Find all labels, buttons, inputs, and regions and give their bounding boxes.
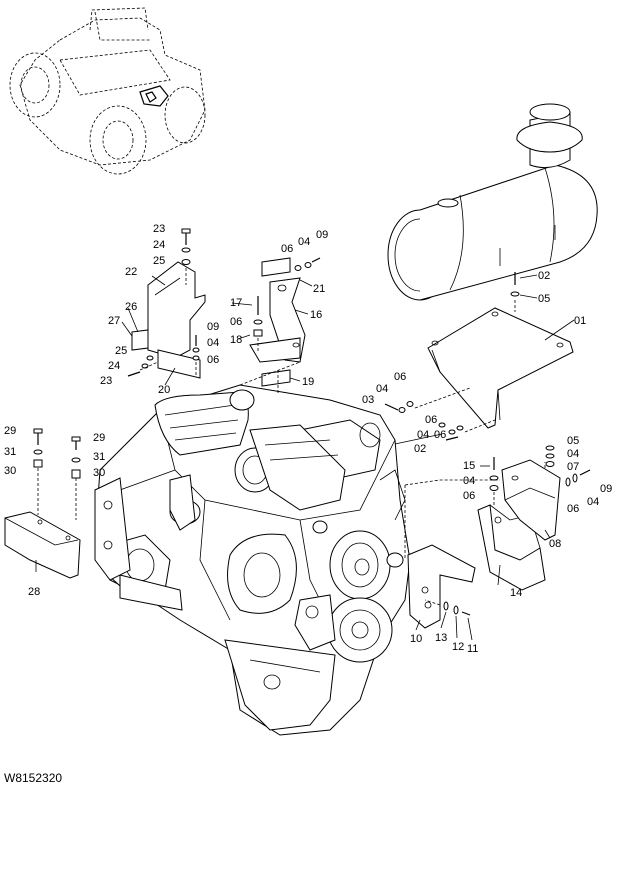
- callout-29: 29: [4, 425, 16, 437]
- callout-31: 31: [93, 451, 105, 463]
- callout-02: 02: [414, 443, 426, 455]
- callout-20: 20: [158, 384, 170, 396]
- callout-19: 19: [302, 376, 314, 388]
- callout-23: 23: [153, 223, 165, 235]
- callout-15: 15: [463, 460, 475, 472]
- callout-06: 06: [425, 414, 437, 426]
- callout-25: 25: [115, 345, 127, 357]
- callout-21: 21: [313, 283, 325, 295]
- callout-26: 26: [125, 301, 137, 313]
- callout-03: 03: [362, 394, 374, 406]
- muffler-assembly: [387, 103, 598, 301]
- callout-09: 09: [207, 321, 219, 333]
- guard-28: [4, 511, 81, 579]
- callout-18: 18: [230, 334, 242, 346]
- callout-23: 23: [100, 375, 112, 387]
- callout-04: 04: [567, 448, 579, 460]
- muffler-bracket-01: [427, 307, 574, 429]
- callout-13: 13: [435, 632, 447, 644]
- callout-30: 30: [4, 465, 16, 477]
- engine-assembly: [94, 384, 411, 736]
- callout-06: 06: [434, 429, 446, 441]
- callout-16: 16: [310, 309, 322, 321]
- callout-06: 06: [207, 354, 219, 366]
- callout-28: 28: [28, 586, 40, 598]
- callout-27: 27: [108, 315, 120, 327]
- bracket-08: [501, 459, 561, 541]
- callout-05: 05: [538, 293, 550, 305]
- callout-09: 09: [600, 483, 612, 495]
- callout-07: 07: [567, 461, 579, 473]
- bracket-19: [261, 369, 291, 387]
- callout-24: 24: [108, 360, 120, 372]
- bracket-16: [249, 257, 306, 363]
- callout-24: 24: [153, 239, 165, 251]
- callout-06: 06: [394, 371, 406, 383]
- callout-04: 04: [376, 383, 388, 395]
- callout-04: 04: [463, 475, 475, 487]
- callout-06: 06: [567, 503, 579, 515]
- hardware: [33, 228, 591, 616]
- callout-22: 22: [125, 266, 137, 278]
- callout-29: 29: [93, 432, 105, 444]
- callout-02: 02: [538, 270, 550, 282]
- callout-labels: 01 02 05 23 24 25 22 26 27 09 06 04 21 1…: [4, 223, 612, 655]
- leader-lines: [35, 274, 575, 641]
- callout-25: 25: [153, 255, 165, 267]
- callout-08: 08: [549, 538, 561, 550]
- callout-06: 06: [463, 490, 475, 502]
- callout-30: 30: [93, 467, 105, 479]
- callout-06: 06: [230, 316, 242, 328]
- machine-locator-thumbnail: [9, 7, 206, 175]
- callout-31: 31: [4, 446, 16, 458]
- callout-01: 01: [574, 315, 586, 327]
- callout-14: 14: [510, 587, 522, 599]
- callout-17: 17: [230, 297, 242, 309]
- callout-05: 05: [567, 435, 579, 447]
- assembly-lines: [37, 268, 546, 606]
- callout-12: 12: [452, 641, 464, 653]
- callout-06: 06: [281, 243, 293, 255]
- callout-09: 09: [316, 229, 328, 241]
- callout-10: 10: [410, 633, 422, 645]
- callout-04: 04: [298, 236, 310, 248]
- callout-04: 04: [417, 429, 429, 441]
- heat-shield-22: [131, 261, 206, 379]
- callout-11: 11: [467, 643, 478, 655]
- callout-04: 04: [207, 337, 219, 349]
- bracket-10: [407, 544, 476, 629]
- drawing-reference-code: W8152320: [4, 771, 62, 785]
- callout-04: 04: [587, 496, 599, 508]
